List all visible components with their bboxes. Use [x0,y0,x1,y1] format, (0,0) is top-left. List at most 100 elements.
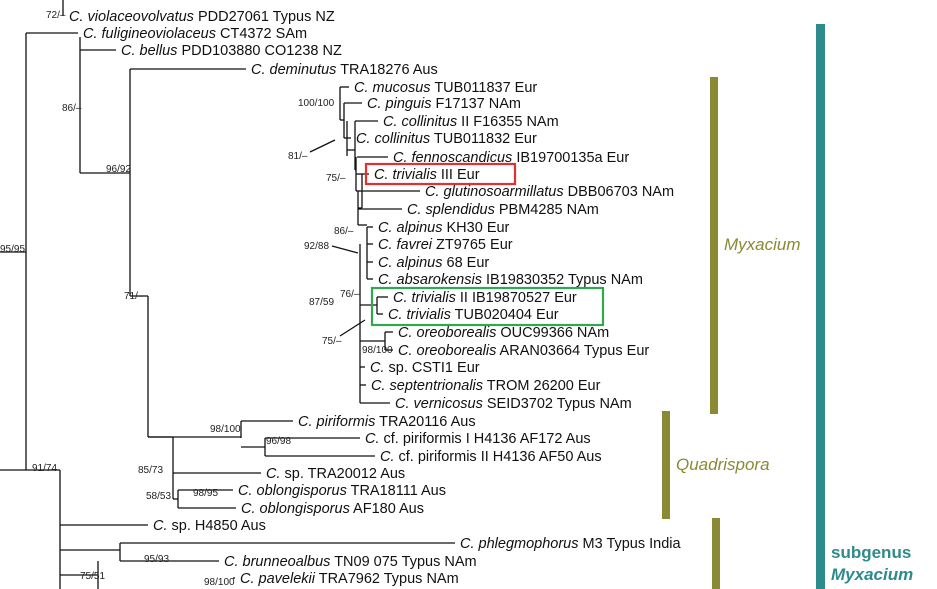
taxon-label: C. absarokensis IB19830352 Typus NAm [378,272,643,288]
taxon-voucher: PDD27061 Typus NZ [194,9,335,25]
taxon-label: C. collinitus TUB011832 Eur [356,131,537,147]
support-value: 76/– [340,289,360,300]
taxon-voucher: TUB011832 Eur [430,131,537,147]
support-value: 85/73 [138,465,163,476]
taxon-label: C. trivialis TUB020404 Eur [388,307,559,323]
taxon-label: C. trivialis II IB19870527 Eur [393,290,577,306]
taxon-label: C. septentrionalis TROM 26200 Eur [371,378,601,394]
taxon-label: C. violaceovolvatus PDD27061 Typus NZ [69,9,335,25]
subgenus-label-line1: subgenus [831,543,911,562]
taxon-label: C. alpinus KH30 Eur [378,220,510,236]
taxon-voucher: SEID3702 Typus NAm [483,396,632,412]
taxon-voucher: TRA18111 Aus [347,483,446,499]
taxon-voucher: M3 Typus India [579,536,682,552]
taxon-voucher: TRA7962 Typus NAm [315,571,459,587]
taxon-label: C. sp. TRA20012 Aus [266,466,405,482]
support-value: 75/51 [80,571,105,582]
taxon-genus: C. trivialis [393,290,456,306]
taxon-voucher: CT4372 SAm [216,26,307,42]
support-pointer [309,139,336,153]
subgenus-bar [816,24,825,589]
support-pointer [339,319,366,337]
taxon-genus: C. bellus [121,43,177,59]
taxon-labels: C. violaceovolvatus PDD27061 Typus NZC. … [69,9,682,587]
taxon-voucher: IB19830352 Typus NAm [482,272,643,288]
support-value: 95/93 [144,554,169,565]
taxon-label: C. fennoscandicus IB19700135a Eur [393,150,629,166]
clade-bar-quadrispora [662,411,670,519]
support-value: 91/74 [32,463,57,474]
taxon-genus: C. fuligineoviolaceus [83,26,216,42]
taxon-genus: C. collinitus [383,114,457,130]
clade-label-myxacium: Myxacium [724,235,801,254]
support-value: 96/98 [266,436,291,447]
highlight-box-trivialis-iii [364,162,517,186]
support-value: 86/– [62,103,82,114]
taxon-genus: C. splendidus [407,202,495,218]
taxon-genus: C. collinitus [356,131,430,147]
support-value: 96/92 [106,164,131,175]
taxon-voucher: TUB011837 Eur [431,80,538,96]
support-value: 87/59 [309,297,334,308]
taxon-label: C. oblongisporus AF180 Aus [241,501,424,517]
taxon-voucher: ARAN03664 Typus Eur [496,343,649,359]
taxon-voucher: DBB06703 NAm [564,184,674,200]
subgenus-label-line2: Myxacium [831,565,913,584]
support-value: 98/100 [210,424,241,435]
taxon-label: C. brunneoalbus TN09 075 Typus NAm [224,554,477,570]
support-value: 100/100 [298,98,335,109]
support-value: 86/– [334,226,354,237]
support-value: 71/– [124,291,144,302]
support-pointer [331,245,359,254]
taxon-genus: C. violaceovolvatus [69,9,194,25]
support-values: 72/–95/9586/–96/92100/10081/–75/–86/–92/… [0,10,393,588]
taxon-label: C. favrei ZT9765 Eur [378,237,513,253]
taxon-voucher: II IB19870527 Eur [456,290,577,306]
taxon-voucher: sp. TRA20012 Aus [281,466,406,482]
taxon-genus: C. [266,466,281,482]
taxon-genus: C. alpinus [378,255,442,271]
taxon-genus: C. phlegmophorus [460,536,579,552]
taxon-voucher: PDD103880 CO1238 NZ [177,43,342,59]
taxon-voucher: IB19700135a Eur [512,150,629,166]
taxon-label: C. cf. piriformis I H4136 AF172 Aus [365,431,591,447]
taxon-genus: C. brunneoalbus [224,554,330,570]
support-value: 98/100 [204,577,235,588]
taxon-genus: C. favrei [378,237,433,253]
taxon-label: C. oreoborealis OUC99366 NAm [398,325,609,341]
taxon-label: C. phlegmophorus M3 Typus India [460,536,682,552]
tree-branches [0,0,455,589]
taxon-voucher: III Eur [437,167,480,183]
support-value: 81/– [288,151,308,162]
taxon-label: C. vernicosus SEID3702 Typus NAm [395,396,632,412]
clade-bar-myxacium [710,77,718,414]
taxon-genus: C. glutinosoarmillatus [425,184,564,200]
clade-bar-lower [712,518,720,589]
taxon-voucher: cf. piriformis I H4136 AF172 Aus [380,431,591,447]
taxon-label: C. pinguis F17137 NAm [367,96,521,112]
taxon-genus: C. [153,518,168,534]
taxon-genus: C. fennoscandicus [393,150,512,166]
taxon-genus: C. mucosus [354,80,431,96]
taxon-label: C. glutinosoarmillatus DBB06703 NAm [425,184,674,200]
taxon-label: C. sp. H4850 Aus [153,518,266,534]
support-value: 98/95 [193,488,218,499]
taxon-label: C. cf. piriformis II H4136 AF50 Aus [380,449,602,465]
taxon-label: C. trivialis III Eur [374,167,480,183]
taxon-label: C. oreoborealis ARAN03664 Typus Eur [398,343,649,359]
taxon-genus: C. pavelekii [240,571,316,587]
taxon-voucher: TUB020404 Eur [451,307,559,323]
support-value: 58/53 [146,491,171,502]
taxon-genus: C. absarokensis [378,272,482,288]
taxon-label: C. sp. CSTI1 Eur [370,360,480,376]
taxon-genus: C. trivialis [374,167,437,183]
taxon-voucher: PBM4285 NAm [495,202,599,218]
taxon-label: C. mucosus TUB011837 Eur [354,80,537,96]
highlight-box-trivialis-ii [370,286,605,327]
taxon-genus: C. oreoborealis [398,325,496,341]
taxon-voucher: sp. CSTI1 Eur [385,360,480,376]
taxon-label: C. alpinus 68 Eur [378,255,489,271]
taxon-voucher: TRA18276 Aus [336,62,437,78]
taxon-genus: C. piriformis [298,414,375,430]
taxon-voucher: TROM 26200 Eur [483,378,601,394]
